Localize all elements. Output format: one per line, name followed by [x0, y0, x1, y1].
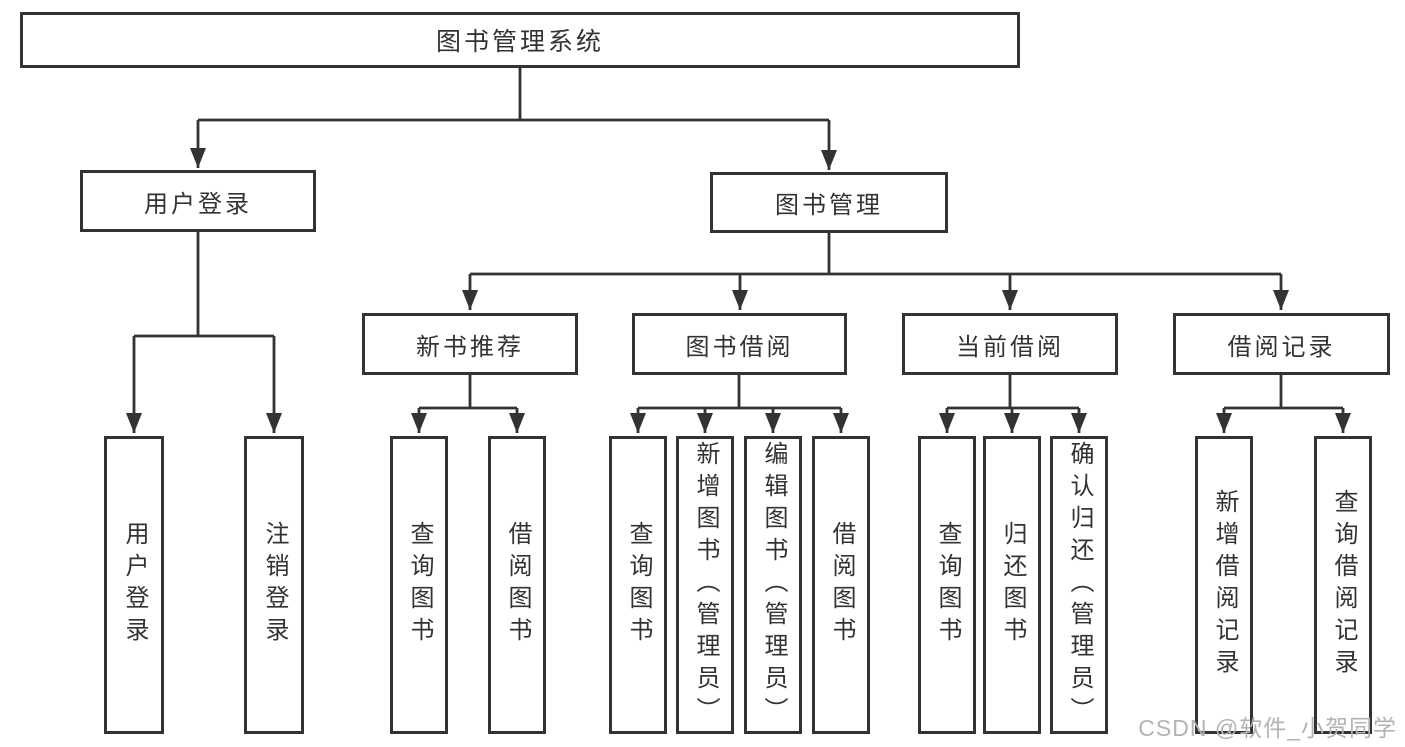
node-borrow-records-label: 借阅记录: [1227, 333, 1336, 361]
leaf-bb-query-label: 查询图书: [625, 521, 652, 649]
node-book-mgmt-label: 图书管理: [775, 192, 883, 219]
leaf-nb-query-label: 查询图书: [406, 521, 433, 649]
node-new-book-rec-label: 新书推荐: [416, 333, 524, 361]
leaf-br-query: 查询借阅记录: [1314, 436, 1372, 734]
leaf-bb-edit: 编辑图书（管理员）: [744, 436, 802, 734]
node-borrow-records: 借阅记录: [1173, 313, 1390, 375]
node-current-borrow: 当前借阅: [902, 313, 1118, 375]
leaf-cb-query: 查询图书: [918, 436, 976, 734]
node-book-mgmt: 图书管理: [710, 172, 948, 233]
leaf-bb-add: 新增图书（管理员）: [676, 436, 734, 734]
leaf-bb-add-label: 新增图书（管理员）: [692, 441, 719, 729]
node-user-login: 用户登录: [80, 170, 316, 232]
leaf-bb-borrow-label: 借阅图书: [828, 521, 855, 649]
leaf-bb-edit-label: 编辑图书（管理员）: [760, 441, 787, 729]
leaf-cb-return: 归还图书: [983, 436, 1041, 734]
leaf-logout-label: 注销登录: [261, 521, 288, 649]
leaf-nb-borrow: 借阅图书: [488, 436, 546, 734]
leaf-bb-borrow: 借阅图书: [812, 436, 870, 734]
csdn-watermark: CSDN @软件_小贺同学: [1138, 715, 1397, 741]
leaf-nb-query: 查询图书: [390, 436, 448, 734]
node-user-login-label: 用户登录: [144, 190, 252, 218]
leaf-bb-query: 查询图书: [609, 436, 667, 734]
node-root: 图书管理系统: [20, 12, 1020, 68]
leaf-cb-confirm: 确认归还（管理员）: [1050, 436, 1108, 734]
leaf-br-add-label: 新增借阅记录: [1211, 489, 1238, 681]
leaf-nb-borrow-label: 借阅图书: [504, 521, 531, 649]
leaf-br-query-label: 查询借阅记录: [1330, 489, 1357, 681]
leaf-cb-query-label: 查询图书: [934, 521, 961, 649]
leaf-cb-confirm-label: 确认归还（管理员）: [1066, 441, 1093, 729]
node-book-borrow: 图书借阅: [632, 313, 847, 375]
leaf-logout: 注销登录: [244, 436, 304, 734]
leaf-user-login-label: 用户登录: [121, 521, 148, 649]
node-book-borrow-label: 图书借阅: [685, 333, 794, 361]
leaf-user-login: 用户登录: [104, 436, 164, 734]
node-current-borrow-label: 当前借阅: [956, 333, 1064, 361]
leaf-cb-return-label: 归还图书: [999, 521, 1026, 649]
node-new-book-rec: 新书推荐: [362, 313, 578, 375]
leaf-br-add: 新增借阅记录: [1195, 436, 1253, 734]
node-root-label: 图书管理系统: [435, 28, 604, 56]
